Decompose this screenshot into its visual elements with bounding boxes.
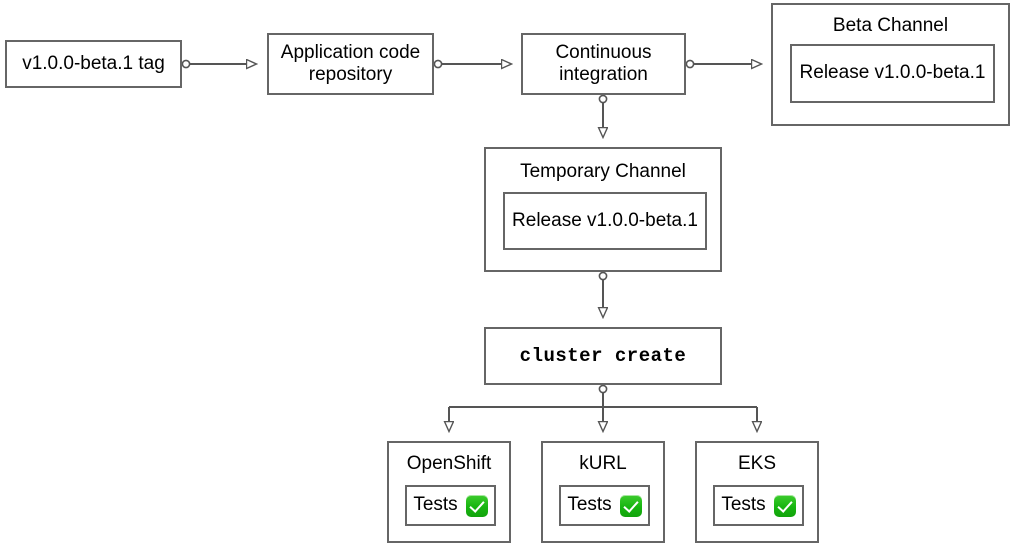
node-openshift-tests-label: Tests — [413, 494, 458, 516]
node-cluster-create[interactable]: cluster create — [484, 327, 722, 385]
node-kurl[interactable]: kURL Tests — [541, 441, 665, 543]
node-openshift-title: OpenShift — [406, 453, 492, 474]
node-temporary-channel[interactable]: Temporary Channel Release v1.0.0-beta.1 — [484, 147, 722, 272]
node-kurl-title: kURL — [579, 453, 627, 474]
edge-source-dot — [685, 59, 695, 69]
node-beta-channel-release-label: Release v1.0.0-beta.1 — [799, 62, 986, 84]
green-check-icon — [773, 494, 796, 517]
node-cluster-create-label: cluster create — [519, 344, 687, 367]
green-check-icon — [465, 494, 488, 517]
edge-source-dot — [598, 384, 608, 394]
node-temporary-channel-release[interactable]: Release v1.0.0-beta.1 — [503, 192, 707, 250]
green-check-icon — [619, 494, 642, 517]
node-eks-title: EKS — [737, 453, 777, 474]
node-kurl-tests[interactable]: Tests — [559, 485, 650, 526]
node-beta-channel[interactable]: Beta Channel Release v1.0.0-beta.1 — [771, 3, 1010, 126]
node-tag-label: v1.0.0-beta.1 tag — [22, 52, 165, 74]
edge-source-dot — [598, 271, 608, 281]
node-temporary-channel-release-label: Release v1.0.0-beta.1 — [512, 209, 698, 231]
edge-source-dot — [181, 59, 191, 69]
node-eks-tests[interactable]: Tests — [713, 485, 804, 526]
node-application-code-repository-label: Application code repository — [280, 41, 421, 85]
node-application-code-repository[interactable]: Application code repository — [267, 33, 434, 95]
node-openshift-tests[interactable]: Tests — [405, 485, 496, 526]
edge-source-dot — [598, 94, 608, 104]
node-temporary-channel-title: Temporary Channel — [520, 161, 686, 182]
node-continuous-integration[interactable]: Continuous integration — [521, 33, 686, 95]
node-continuous-integration-label: Continuous integration — [555, 41, 652, 85]
edge-source-dot — [433, 59, 443, 69]
node-openshift[interactable]: OpenShift Tests — [387, 441, 511, 543]
node-kurl-tests-label: Tests — [567, 494, 612, 516]
node-beta-channel-release[interactable]: Release v1.0.0-beta.1 — [790, 44, 995, 103]
node-eks-tests-label: Tests — [721, 494, 766, 516]
node-tag[interactable]: v1.0.0-beta.1 tag — [5, 40, 182, 88]
node-eks[interactable]: EKS Tests — [695, 441, 819, 543]
node-beta-channel-title: Beta Channel — [832, 15, 949, 36]
